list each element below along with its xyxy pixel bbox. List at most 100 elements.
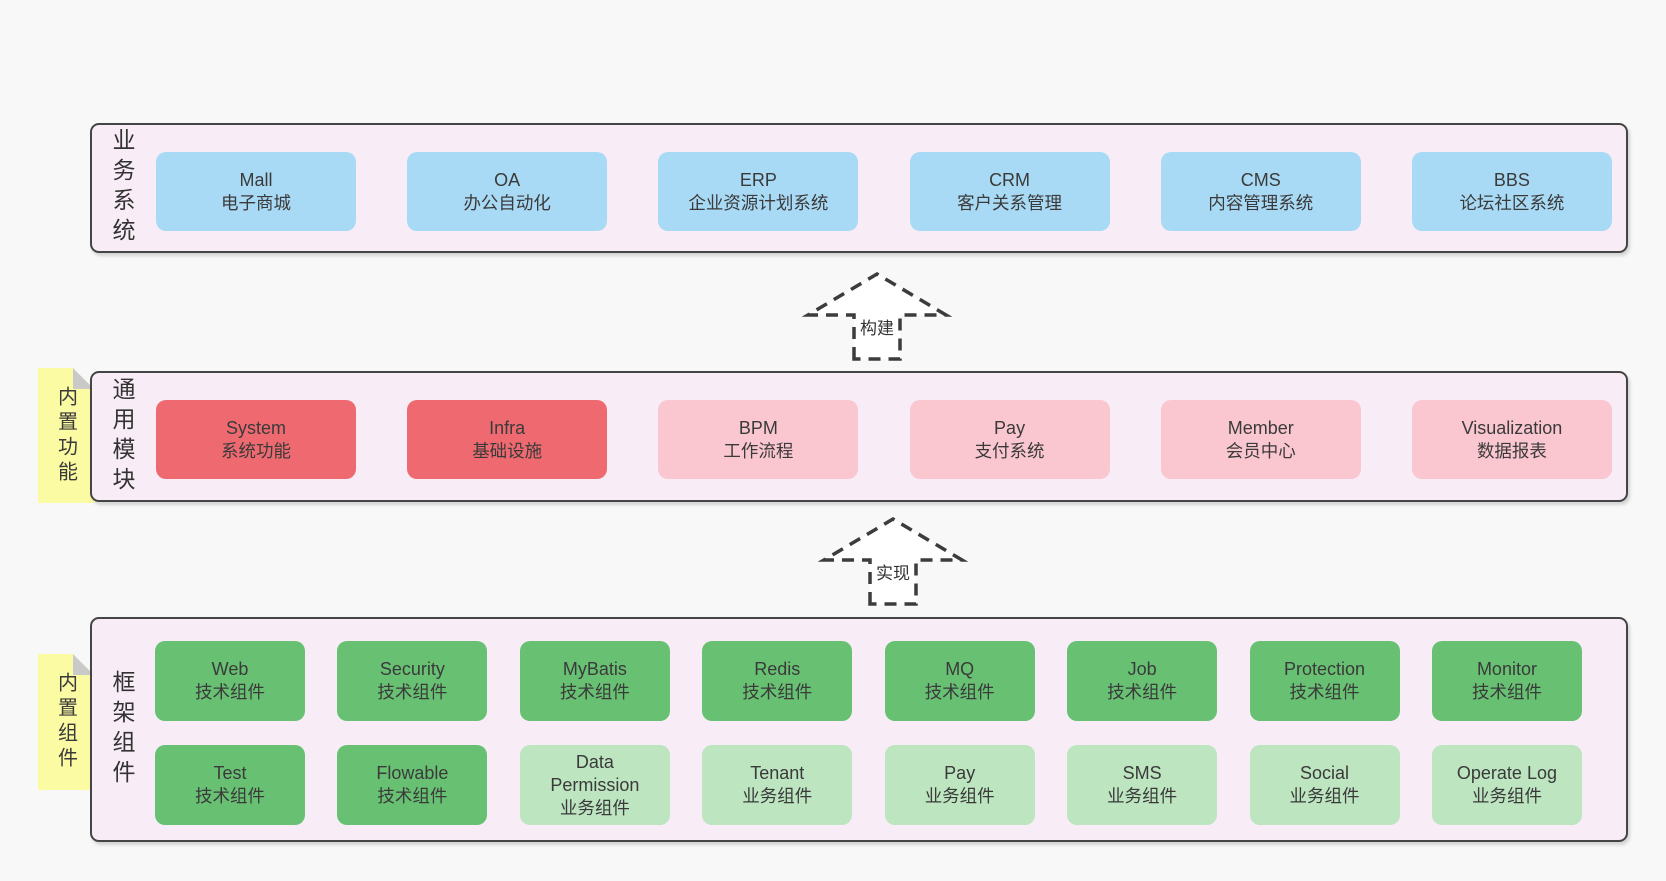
box-subtitle: 支付系统 <box>974 440 1045 461</box>
sticky-label: 内置组件 <box>54 672 77 772</box>
box-title: Operate Log <box>1456 763 1557 783</box>
box-title: Mall <box>239 169 273 190</box>
box-subtitle: 业务组件 <box>1107 786 1178 806</box>
common-modules-row: System 系统功能 Infra 基础设施 BPM 工作流程 Pay 支付系统… <box>92 400 1626 479</box>
sticky-label: 内置功能 <box>54 385 77 486</box>
box-redis: Redis 技术组件 <box>702 641 853 721</box>
box-subtitle: 业务组件 <box>559 797 630 818</box>
box-subtitle: 办公自动化 <box>463 192 551 213</box>
box-crm: CRM 客户关系管理 <box>909 152 1110 231</box>
box-subtitle: 技术组件 <box>377 682 448 702</box>
box-infra: Infra 基础设施 <box>407 400 608 479</box>
box-system: System 系统功能 <box>156 400 356 479</box>
box-sms: SMS 业务组件 <box>1067 745 1218 825</box>
box-subtitle: 企业资源计划系统 <box>688 192 829 213</box>
box-title: Tenant <box>750 763 805 783</box>
box-title: MQ <box>945 659 975 679</box>
box-subtitle: 技术组件 <box>377 786 448 806</box>
band-common-modules: 通用模块 System 系统功能 Infra 基础设施 BPM 工作流程 Pay… <box>90 371 1628 502</box>
box-title: System <box>225 417 286 438</box>
box-monitor: Monitor 技术组件 <box>1431 641 1582 721</box>
box-subtitle: 工作流程 <box>723 440 794 461</box>
box-subtitle: 论坛社区系统 <box>1459 192 1565 213</box>
box-oa: OA 办公自动化 <box>407 152 608 231</box>
band-label-common-modules: 通用模块 <box>109 376 135 497</box>
box-subtitle: 会员中心 <box>1225 440 1296 461</box>
box-security: Security 技术组件 <box>337 641 488 721</box>
box-subtitle: 内容管理系统 <box>1208 192 1314 213</box>
box-data-permission: Data Permission 业务组件 <box>519 745 670 825</box>
box-subtitle: 技术组件 <box>742 682 813 702</box>
box-title: Member <box>1227 417 1294 438</box>
box-title: SMS <box>1122 763 1162 783</box>
box-title: Data Permission <box>550 751 640 795</box>
box-subtitle: 客户关系管理 <box>957 192 1063 213</box>
box-title: Job <box>1127 659 1157 679</box>
box-subtitle: 业务组件 <box>742 786 813 806</box>
box-social: Social 业务组件 <box>1249 745 1400 825</box>
sticky-note-builtin-components: 内置组件 <box>38 654 94 790</box>
box-subtitle: 系统功能 <box>221 440 291 461</box>
box-job: Job 技术组件 <box>1067 641 1218 721</box>
box-pay: Pay 支付系统 <box>909 400 1110 479</box>
box-mq: MQ 技术组件 <box>884 641 1035 721</box>
box-title: BPM <box>738 417 778 438</box>
box-test: Test 技术组件 <box>155 745 305 825</box>
box-subtitle: 电子商城 <box>221 192 291 213</box>
build-arrow: 构建 <box>802 269 952 361</box>
framework-components-row-1: Web 技术组件 Security 技术组件 MyBatis 技术组件 Redi… <box>92 641 1626 721</box>
box-title: Pay <box>994 417 1026 438</box>
box-title: Web <box>211 659 249 679</box>
box-title: Flowable <box>376 763 449 783</box>
box-title: Test <box>213 763 247 783</box>
box-title: Pay <box>944 763 976 783</box>
box-title: Visualization <box>1461 417 1563 438</box>
box-bpm: BPM 工作流程 <box>658 400 859 479</box>
box-mybatis: MyBatis 技术组件 <box>519 641 670 721</box>
business-systems-row: Mall 电子商城 OA 办公自动化 ERP 企业资源计划系统 CRM 客户关系… <box>92 152 1626 231</box>
box-cms: CMS 内容管理系统 <box>1160 152 1361 231</box>
box-subtitle: 业务组件 <box>1471 786 1542 806</box>
box-subtitle: 技术组件 <box>924 682 995 702</box>
box-title: OA <box>494 169 521 190</box>
box-subtitle: 技术组件 <box>559 682 630 702</box>
box-web: Web 技术组件 <box>155 641 305 721</box>
band-framework-components: 框架组件 Web 技术组件 Security 技术组件 MyBatis 技术组件… <box>90 617 1628 842</box>
box-subtitle: 基础设施 <box>472 440 543 461</box>
box-tenant: Tenant 业务组件 <box>702 745 853 825</box>
box-title: Monitor <box>1476 659 1537 679</box>
framework-components-row-2: Test 技术组件 Flowable 技术组件 Data Permission … <box>92 745 1626 825</box>
box-title: Security <box>379 659 445 679</box>
box-title: ERP <box>739 169 777 190</box>
box-operate-log: Operate Log 业务组件 <box>1431 745 1582 825</box>
box-subtitle: 数据报表 <box>1476 440 1547 461</box>
box-title: CRM <box>989 169 1031 190</box>
box-bbs: BBS 论坛社区系统 <box>1411 152 1612 231</box>
box-title: MyBatis <box>562 659 627 679</box>
box-subtitle: 技术组件 <box>1107 682 1178 702</box>
band-business-systems: 业务系统 Mall 电子商城 OA 办公自动化 ERP 企业资源计划系统 CRM… <box>90 123 1628 253</box>
box-subtitle: 技术组件 <box>195 682 265 702</box>
implement-arrow: 实现 <box>818 514 968 606</box>
box-title: Social <box>1300 763 1350 783</box>
box-title: Redis <box>754 659 801 679</box>
band-label-business-systems: 业务系统 <box>109 128 135 248</box>
box-title: CMS <box>1240 169 1281 190</box>
box-subtitle: 技术组件 <box>195 786 265 806</box>
box-subtitle: 业务组件 <box>1289 786 1360 806</box>
implement-arrow-label: 实现 <box>873 558 913 585</box>
box-subtitle: 业务组件 <box>924 786 995 806</box>
box-subtitle: 技术组件 <box>1471 682 1542 702</box>
box-subtitle: 技术组件 <box>1289 682 1360 702</box>
build-arrow-label: 构建 <box>857 313 897 340</box>
box-protection: Protection 技术组件 <box>1249 641 1400 721</box>
box-title: Protection <box>1284 659 1366 679</box>
box-member: Member 会员中心 <box>1160 400 1361 479</box>
sticky-note-builtin-features: 内置功能 <box>38 368 94 503</box>
box-title: Infra <box>489 417 526 438</box>
box-flowable: Flowable 技术组件 <box>337 745 488 825</box>
box-visualization: Visualization 数据报表 <box>1411 400 1612 479</box>
box-mall: Mall 电子商城 <box>156 152 356 231</box>
box-pay-business: Pay 业务组件 <box>884 745 1035 825</box>
